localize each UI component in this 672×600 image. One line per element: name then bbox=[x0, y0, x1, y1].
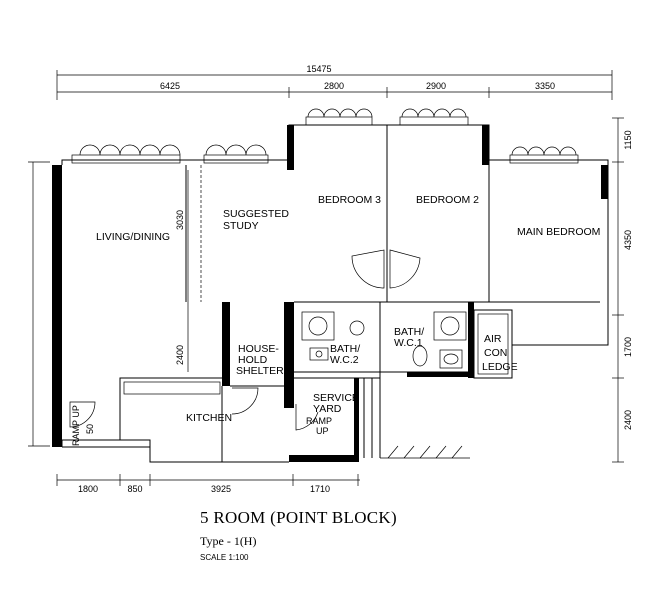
fixtures bbox=[301, 311, 467, 369]
title-block: 5 ROOM (POINT BLOCK) Type - 1(H) SCALE 1… bbox=[200, 508, 397, 562]
plan-title: 5 ROOM (POINT BLOCK) bbox=[200, 508, 397, 527]
label-bath2-2: W.C.2 bbox=[330, 354, 359, 366]
bath1-fixtures bbox=[412, 311, 467, 369]
label-ramp-entry: RAMP UP bbox=[71, 405, 81, 446]
label-bedroom3: BEDROOM 3 bbox=[318, 194, 381, 206]
dim-inner-3030: 3030 bbox=[175, 210, 185, 230]
window-main-bedroom bbox=[509, 146, 579, 164]
dim-bottom-2: 850 bbox=[127, 484, 142, 494]
label-ramp-yard-1: RAMP bbox=[306, 416, 332, 426]
window-study bbox=[203, 144, 269, 164]
label-aircon-2: CON bbox=[484, 347, 507, 359]
door-entry bbox=[69, 401, 96, 428]
label-ramp-entry-50: 50 bbox=[85, 424, 95, 434]
dim-right-3: 1700 bbox=[623, 337, 633, 357]
label-shelter-1: HOUSE- bbox=[238, 343, 279, 355]
dim-bottom-1: 1800 bbox=[78, 484, 98, 494]
dim-top-2: 2800 bbox=[324, 81, 344, 91]
door-kitchen bbox=[231, 387, 259, 415]
label-aircon-1: AIR bbox=[484, 333, 502, 345]
dimension-labels: 15475 6425 2800 2900 3350 1800 850 3925 … bbox=[78, 64, 633, 494]
label-aircon-3: LEDGE bbox=[482, 361, 518, 373]
dim-top-4: 3350 bbox=[535, 81, 555, 91]
outline bbox=[61, 124, 609, 463]
dim-inner-2400: 2400 bbox=[175, 345, 185, 365]
label-bath1-2: W.C.1 bbox=[394, 337, 423, 349]
label-bath2-1: BATH/ bbox=[330, 343, 360, 355]
label-shelter-2: HOLD bbox=[238, 354, 268, 366]
doors bbox=[69, 249, 421, 431]
dim-overall: 15475 bbox=[306, 64, 331, 74]
door-bedroom2 bbox=[389, 249, 421, 289]
label-kitchen: KITCHEN bbox=[186, 412, 232, 424]
walls bbox=[52, 125, 608, 462]
dim-bottom-4: 1710 bbox=[310, 484, 330, 494]
window-bedroom3 bbox=[305, 108, 373, 126]
dimension-lines bbox=[28, 70, 624, 486]
label-study-2: STUDY bbox=[223, 220, 259, 232]
label-shelter-3: SHELTER bbox=[236, 365, 284, 377]
windows bbox=[71, 108, 579, 164]
label-ramp-yard-2: UP bbox=[316, 426, 329, 436]
room-labels: LIVING/DINING SUGGESTED STUDY BEDROOM 3 … bbox=[71, 194, 600, 446]
label-service-yard-1: SERVICE bbox=[313, 392, 359, 404]
dim-right-2: 4350 bbox=[623, 230, 633, 250]
door-bedroom3 bbox=[351, 249, 385, 289]
door-yard bbox=[295, 404, 319, 431]
window-bedroom2 bbox=[399, 108, 469, 126]
plan-type: Type - 1(H) bbox=[200, 534, 257, 548]
label-service-yard-2: YARD bbox=[313, 403, 342, 415]
label-bedroom2: BEDROOM 2 bbox=[416, 194, 479, 206]
dim-bottom-3: 3925 bbox=[211, 484, 231, 494]
plan-scale: SCALE 1:100 bbox=[200, 553, 249, 562]
window-living bbox=[71, 144, 181, 164]
label-study-1: SUGGESTED bbox=[223, 208, 289, 220]
dim-top-3: 2900 bbox=[426, 81, 446, 91]
dim-right-4: 2400 bbox=[623, 410, 633, 430]
label-living-dining: LIVING/DINING bbox=[96, 231, 170, 243]
label-bath1-1: BATH/ bbox=[394, 326, 424, 338]
dim-top-1: 6425 bbox=[160, 81, 180, 91]
label-main-bedroom: MAIN BEDROOM bbox=[517, 226, 600, 238]
dim-right-1: 1150 bbox=[623, 130, 633, 149]
bath2-fixtures bbox=[301, 311, 365, 361]
